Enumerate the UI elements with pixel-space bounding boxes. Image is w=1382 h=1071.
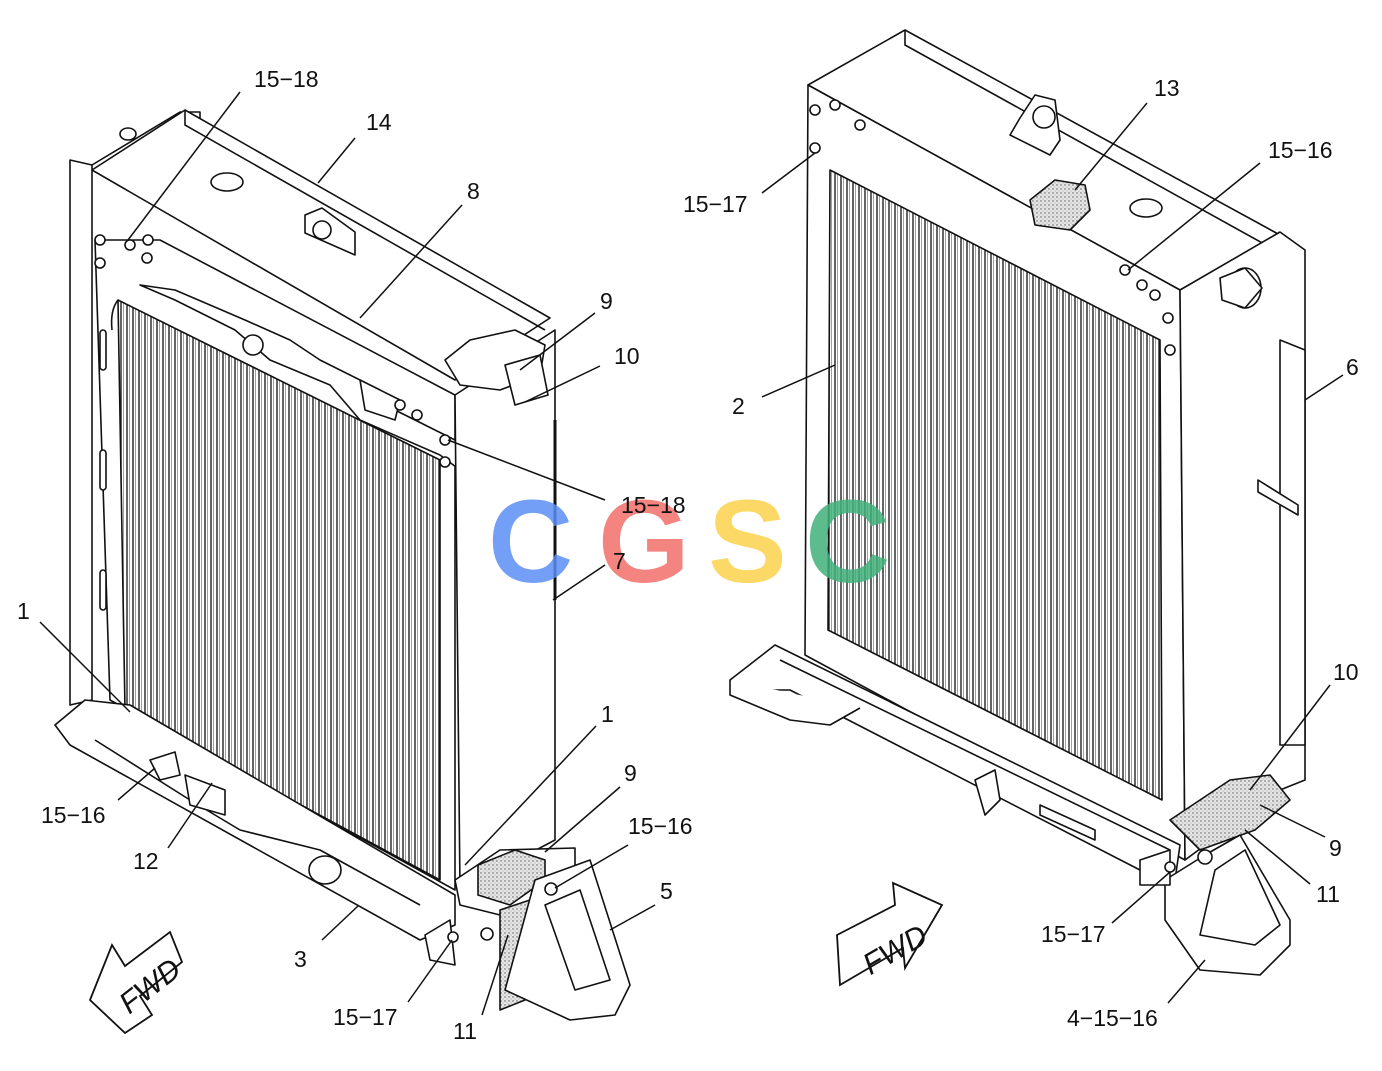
- left-right-side: [454, 329, 556, 891]
- left-side-frame: [69, 159, 93, 706]
- callout-label: 15−17: [333, 1004, 398, 1030]
- callout-label: 2: [732, 393, 745, 419]
- callout-label: 15−16: [628, 813, 693, 839]
- watermark-letter-s: S: [708, 476, 787, 608]
- right-fwd-arrow: FWD: [836, 881, 944, 987]
- left-foot-5: [504, 859, 631, 1021]
- watermark-letter-g: G: [598, 476, 690, 608]
- left-core: [117, 299, 441, 881]
- callout-label: 1: [601, 701, 614, 727]
- callout-label: 10: [1333, 659, 1359, 685]
- watermark-letter-c2: C: [805, 476, 890, 608]
- right-radiator-assembly: [729, 29, 1306, 976]
- right-bolts: [809, 99, 1176, 356]
- callout-label: 4−15−16: [1067, 1005, 1158, 1031]
- right-foot-4: [1164, 834, 1291, 976]
- callout-label: 5: [660, 878, 673, 904]
- callout-label: 15−16: [41, 802, 106, 828]
- cgsc-watermark: C G S C: [488, 476, 890, 608]
- callout-label: 15−16: [1268, 137, 1333, 163]
- callout-label: 7: [613, 548, 626, 574]
- callout-label: 1: [17, 598, 30, 624]
- callout-label: 13: [1154, 75, 1180, 101]
- callout-label: 15−18: [621, 492, 686, 518]
- callout-label: 11: [453, 1018, 477, 1044]
- left-top-tank: [91, 109, 551, 381]
- right-core: [827, 169, 1163, 801]
- callout-label: 8: [467, 178, 480, 204]
- callout-label: 9: [624, 760, 637, 786]
- callout-label: 15−18: [254, 66, 319, 92]
- callout-label: 12: [133, 848, 159, 874]
- callout-label: 3: [294, 946, 307, 972]
- callout-label: 6: [1346, 354, 1359, 380]
- callout-label: 14: [366, 109, 392, 135]
- right-side-panel: [1179, 231, 1306, 861]
- callout-label: 15−17: [1041, 921, 1106, 947]
- left-bolts: [94, 234, 451, 468]
- callout-label: 9: [1329, 835, 1342, 861]
- left-radiator-assembly: [54, 109, 631, 1021]
- callout-label: 10: [614, 343, 640, 369]
- callout-label: 9: [600, 288, 613, 314]
- callout-label: 11: [1316, 881, 1340, 907]
- left-fwd-arrow: FWD: [88, 930, 187, 1035]
- watermark-letter-c1: C: [488, 476, 573, 608]
- callout-label: 15−17: [683, 191, 748, 217]
- leader-lines: [39, 91, 1344, 1016]
